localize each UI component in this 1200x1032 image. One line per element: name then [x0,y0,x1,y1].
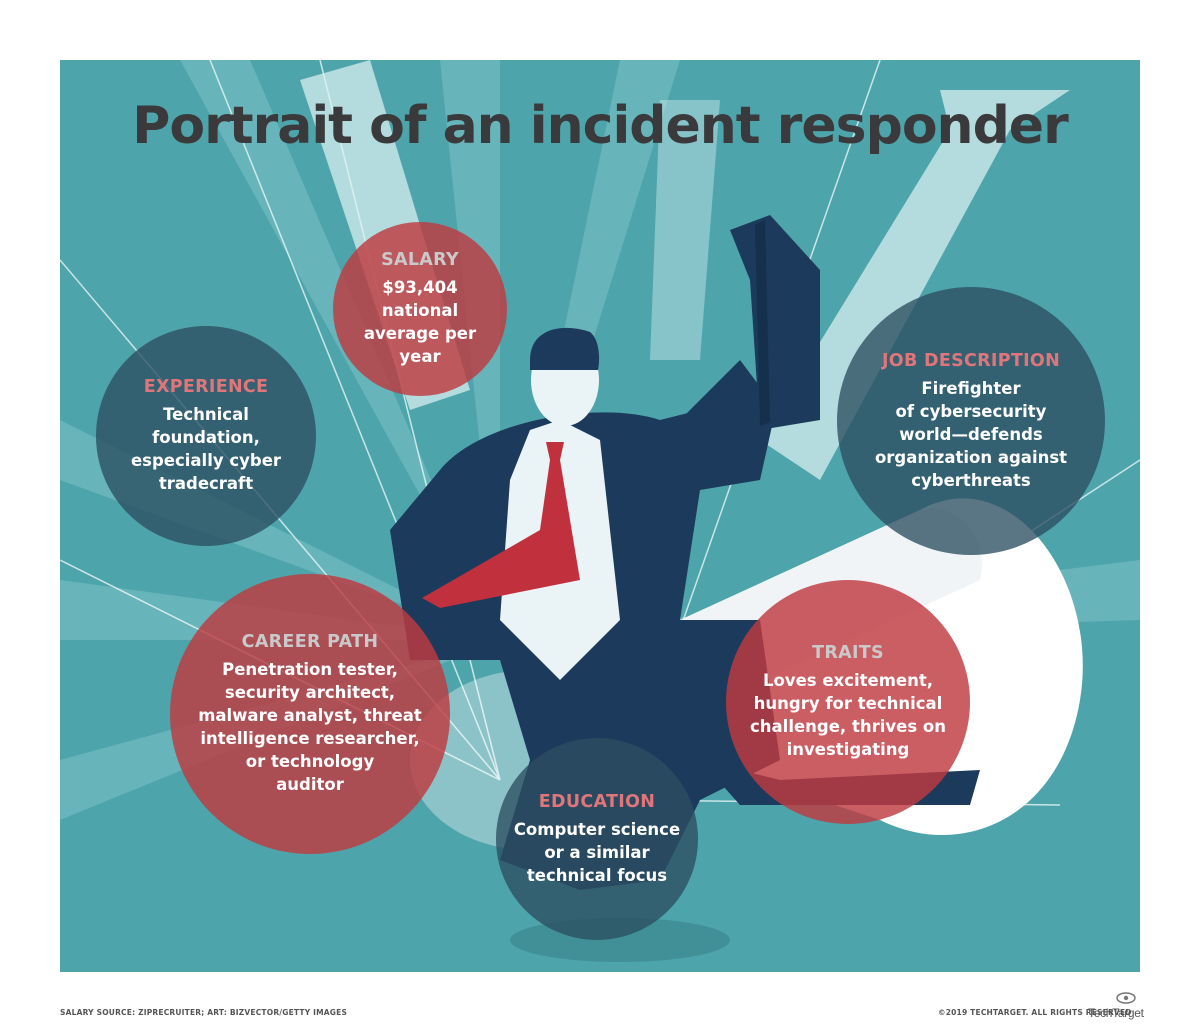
copyright-notice: ©2019 TECHTARGET. ALL RIGHTS RESERVED [938,1008,1132,1017]
experience-heading: EXPERIENCE [143,377,269,397]
experience-bubble: EXPERIENCE Technical foundation, especia… [96,326,316,546]
traits-heading: TRAITS [812,643,884,663]
salary-heading: SALARY [381,250,459,270]
techtarget-eye-icon [1116,992,1136,1004]
salary-bubble: SALARY $93,404 national average per year [333,222,507,396]
source-credit: SALARY SOURCE: ZIPRECRUITER; ART: BIZVEC… [60,1008,348,1017]
career-path-text: Penetration tester, security architect, … [198,660,422,794]
education-text: Computer science or a similar technical … [513,819,681,885]
education-bubble: EDUCATION Computer science or a similar … [496,738,698,940]
traits-text: Loves excitement, hungry for technical c… [750,671,946,759]
education-heading: EDUCATION [538,791,656,812]
career-path-bubble: CAREER PATH Penetration tester, security… [170,574,450,854]
salary-text: $93,404 national average per year [363,278,477,366]
page-title: Portrait of an incident responder [132,96,1068,156]
experience-text: Technical foundation, especially cyber t… [130,405,282,493]
techtarget-logo: TechTarget [1088,1006,1144,1020]
job-description-heading: JOB DESCRIPTION [881,350,1061,371]
traits-bubble: TRAITS Loves excitement, hungry for tech… [726,580,970,824]
career-path-heading: CAREER PATH [241,632,379,652]
job-description-bubble: JOB DESCRIPTION Firefighter of cybersecu… [837,287,1105,555]
job-description-text: Firefighter of cybersecurity world—defen… [874,378,1068,490]
